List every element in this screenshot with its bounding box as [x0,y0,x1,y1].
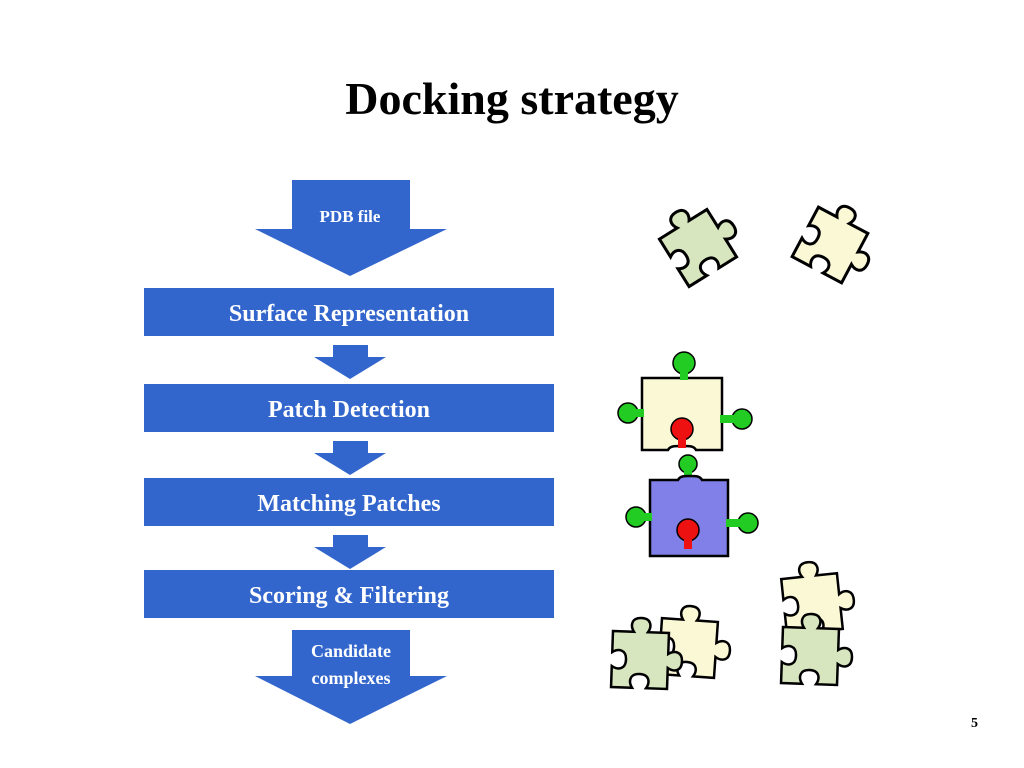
slide-title: Docking strategy [345,73,679,124]
step-box-scoring-filtering [144,570,554,618]
step-label-scoring-filtering: Scoring & Filtering [249,583,449,609]
step-box-surface-representation [144,288,554,336]
puzzle-piece-green [650,188,750,289]
step-label-patch-detection: Patch Detection [268,397,430,423]
connector-arrow [314,345,386,379]
output-label-line2: complexes [312,668,391,688]
page-number: 5 [971,716,978,731]
candidate-complex-right [778,556,858,687]
puzzle-piece-cream [790,193,889,291]
puzzle-piece-blue-with-patches [625,474,759,558]
input-arrow [255,180,447,276]
connector-arrow [314,535,386,569]
puzzle-piece-with-patches [617,351,753,480]
output-label-line1: Candidate [311,641,391,661]
step-box-matching-patches [144,478,554,526]
output-arrow [255,630,447,724]
candidate-complex-left [609,602,735,691]
connector-arrow [314,441,386,475]
input-label: PDB file [320,207,381,226]
step-label-matching-patches: Matching Patches [257,491,440,517]
step-box-patch-detection [144,384,554,432]
step-label-surface-representation: Surface Representation [229,301,469,327]
